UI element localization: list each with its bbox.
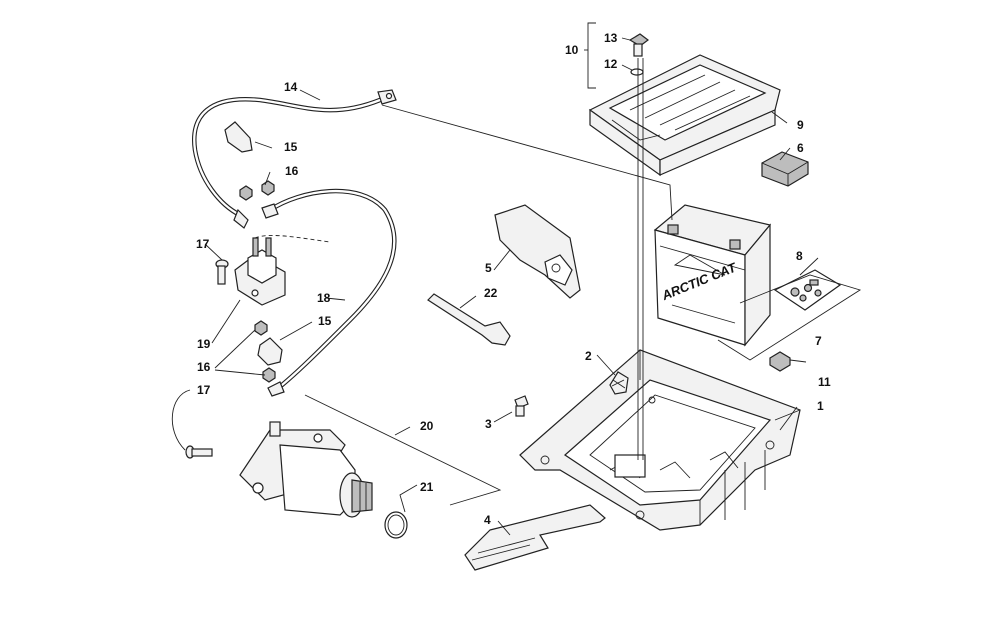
connector-clip xyxy=(769,351,791,372)
callout-18: 18 xyxy=(317,291,331,305)
callout-19: 19 xyxy=(197,337,211,351)
terminal-boot-lower xyxy=(257,337,283,366)
callout-labels: 1 2 3 4 5 6 7 8 9 10 11 12 13 14 15 15 1… xyxy=(196,31,831,527)
callout-17-lower: 17 xyxy=(197,383,211,397)
callout-9: 9 xyxy=(797,118,804,132)
callout-20: 20 xyxy=(420,419,434,433)
callout-11: 11 xyxy=(818,375,831,389)
callout-14: 14 xyxy=(284,80,298,94)
starter-cable xyxy=(261,188,397,397)
cover-screw xyxy=(628,33,649,460)
callout-12: 12 xyxy=(604,57,618,71)
callout-6: 6 xyxy=(797,141,804,155)
callout-22: 22 xyxy=(484,286,498,300)
callout-2: 2 xyxy=(585,349,592,363)
callout-8: 8 xyxy=(796,249,803,263)
battery-cover xyxy=(588,54,781,177)
mounting-bolt-lower xyxy=(185,445,213,459)
terminal-hardware-kit xyxy=(773,269,842,311)
foam-pad xyxy=(761,151,809,187)
battery-cable-positive xyxy=(192,89,397,229)
callout-16-lower: 16 xyxy=(197,360,211,374)
callout-10: 10 xyxy=(565,43,579,57)
battery: ARCTIC CAT xyxy=(653,204,772,347)
push-rivet xyxy=(514,395,529,417)
starter-solenoid xyxy=(234,235,331,306)
callout-3: 3 xyxy=(485,417,492,431)
callout-15-lower: 15 xyxy=(318,314,332,328)
vent-grommet xyxy=(609,371,629,395)
mounting-bolt-upper xyxy=(215,259,229,285)
callout-17-upper: 17 xyxy=(196,237,210,251)
spanner-wrench xyxy=(427,293,511,346)
callout-21: 21 xyxy=(420,480,434,494)
hex-nuts-upper xyxy=(239,180,275,201)
callout-7: 7 xyxy=(815,334,822,348)
o-ring xyxy=(384,511,408,539)
starter-motor xyxy=(239,421,373,518)
callout-4: 4 xyxy=(484,513,491,527)
callout-16-upper: 16 xyxy=(285,164,299,178)
callout-1: 1 xyxy=(817,399,824,413)
heat-shield xyxy=(494,204,581,299)
terminal-boot-upper xyxy=(224,121,253,153)
hex-nuts-lower xyxy=(254,320,276,383)
leader-lines xyxy=(171,22,862,536)
warning-decal xyxy=(464,504,606,571)
battery-tray xyxy=(519,349,801,531)
callout-5: 5 xyxy=(485,261,492,275)
callout-15-upper: 15 xyxy=(284,140,298,154)
callout-13: 13 xyxy=(604,31,618,45)
